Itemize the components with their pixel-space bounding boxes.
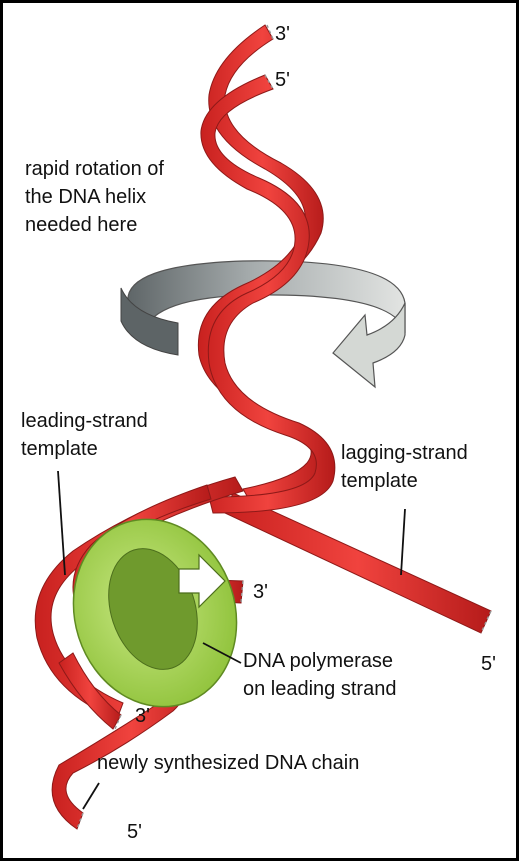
dna-polymerase-label: DNA polymerase on leading strand bbox=[243, 647, 396, 703]
right-five-prime-label: 5' bbox=[481, 653, 496, 675]
leading-strand-template-label: leading-strand template bbox=[21, 407, 148, 463]
newly-synthesized-chain-label: newly synthesized DNA chain bbox=[97, 749, 359, 777]
lagging-strand-template-label: lagging-strand template bbox=[341, 439, 468, 495]
top-five-prime-label: 5' bbox=[275, 69, 290, 91]
low-three-prime-label: 3' bbox=[135, 705, 150, 727]
lagging-strand-template bbox=[225, 493, 491, 633]
mid-three-prime-label: 3' bbox=[253, 581, 268, 603]
top-three-prime-label: 3' bbox=[275, 23, 290, 45]
rotation-label: rapid rotation of the DNA helix needed h… bbox=[25, 155, 164, 239]
bottom-five-prime-label: 5' bbox=[127, 821, 142, 843]
